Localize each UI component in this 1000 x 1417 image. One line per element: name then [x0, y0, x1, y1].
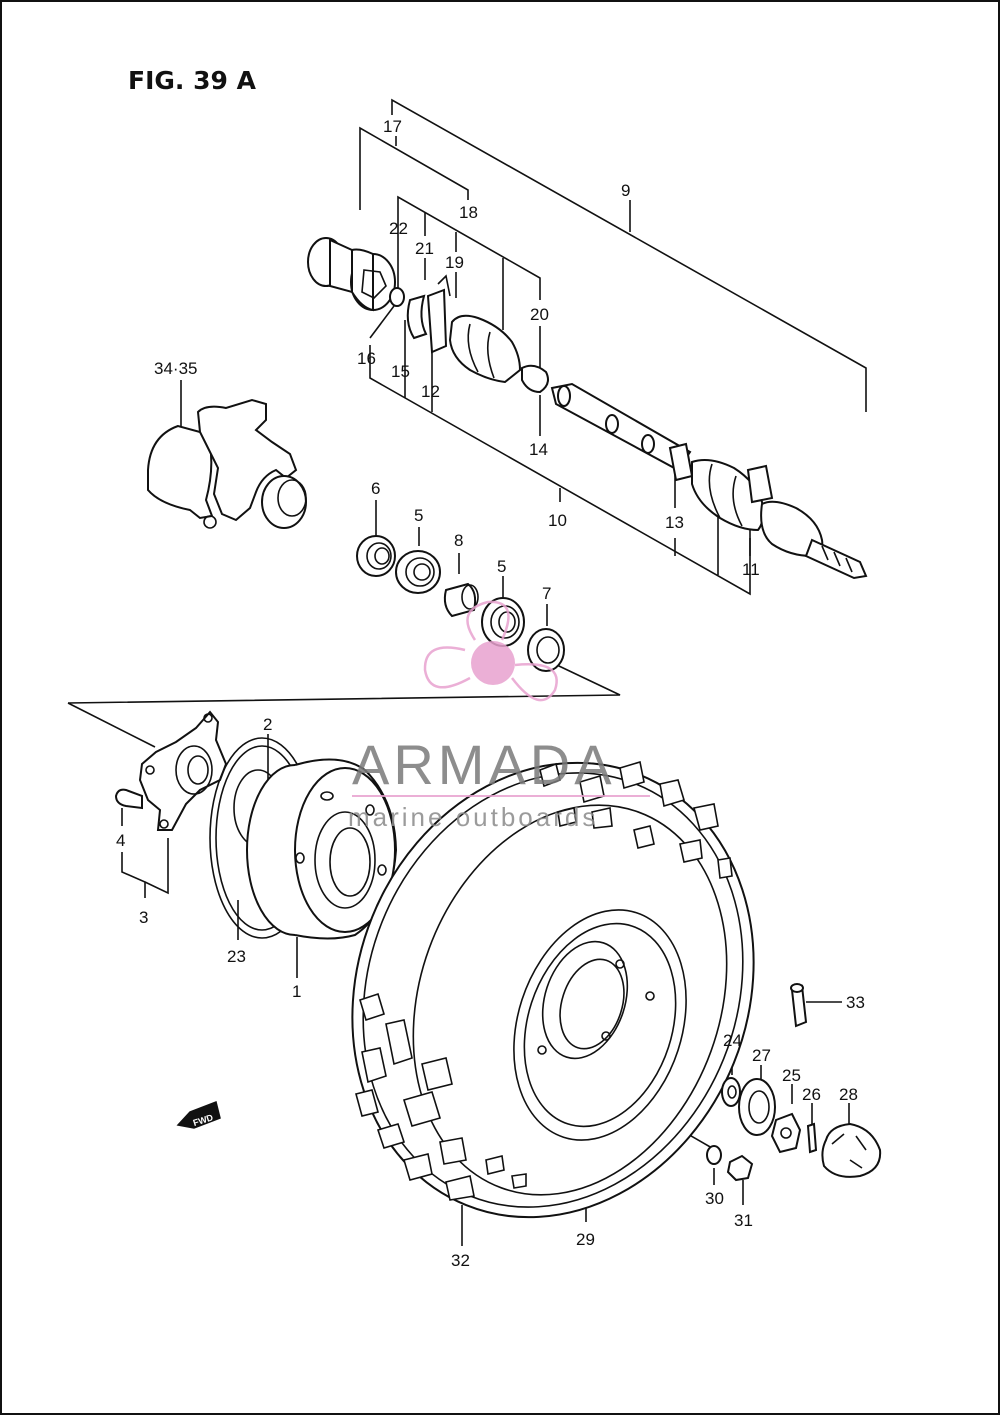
callout-18: 18 — [459, 203, 478, 222]
callout-33: 33 — [846, 993, 865, 1012]
boot-clamp-13 — [668, 442, 694, 482]
callout-15: 15 — [391, 362, 410, 381]
watermark: ARMADA marine outboards — [348, 600, 650, 832]
callout-11: 11 — [742, 560, 760, 579]
bearing-5-left — [395, 550, 441, 594]
callout-31: 31 — [734, 1211, 753, 1230]
callout-9: 9 — [621, 181, 630, 200]
circlip-16 — [389, 287, 405, 307]
callout-27: 27 — [752, 1046, 771, 1065]
callout-2: 2 — [263, 715, 272, 734]
spline-stub — [804, 538, 868, 580]
cap-27 — [738, 1078, 776, 1136]
callout-labels: 17 9 18 22 21 19 20 16 15 12 14 34·35 6 … — [116, 117, 865, 1270]
callout-26: 26 — [802, 1085, 821, 1104]
callout-34-35: 34·35 — [154, 359, 197, 378]
oil-seal-6 — [356, 535, 396, 577]
steering-knuckle — [147, 398, 307, 529]
callout-10: 10 — [548, 511, 567, 530]
watermark-tagline: marine outboards — [348, 802, 598, 832]
callout-28: 28 — [839, 1085, 858, 1104]
watermark-brand: ARMADA — [352, 733, 616, 796]
hub-flange — [138, 710, 228, 831]
callout-13: 13 — [665, 513, 684, 532]
figure-title: FIG. 39 A — [128, 66, 257, 95]
drive-shaft-assembly — [307, 237, 868, 580]
washer-30 — [706, 1145, 722, 1165]
callout-21: 21 — [415, 239, 434, 258]
callout-20: 20 — [530, 305, 549, 324]
castle-nut-25 — [770, 1112, 802, 1154]
callout-32: 32 — [451, 1251, 470, 1270]
callout-1: 1 — [292, 982, 301, 1001]
callout-25: 25 — [782, 1066, 801, 1085]
wheel-rim-29 — [513, 909, 687, 1141]
axle-shaft — [550, 382, 692, 472]
fwd-direction-arrow: FWD — [176, 1100, 221, 1129]
brake-drum-1 — [246, 758, 398, 940]
callout-16: 16 — [357, 349, 376, 368]
washer-24 — [721, 1077, 741, 1107]
propeller-logo-icon — [423, 600, 558, 702]
boot-clamp-20 — [521, 364, 549, 394]
nut-31 — [726, 1154, 754, 1182]
callout-22: 22 — [389, 219, 408, 238]
callout-29: 29 — [576, 1230, 595, 1249]
callout-24: 24 — [723, 1031, 742, 1050]
callout-8: 8 — [454, 531, 463, 550]
callout-5-right: 5 — [497, 557, 506, 576]
valve-stem-33 — [790, 983, 808, 1028]
hub-bolt-4 — [114, 788, 143, 810]
cv-joint-housing — [307, 237, 396, 312]
callout-5-left: 5 — [414, 506, 423, 525]
callout-3: 3 — [139, 908, 148, 927]
callout-6: 6 — [371, 479, 380, 498]
cv-boot-inner — [448, 314, 522, 384]
oil-seal-7 — [527, 628, 565, 672]
bearings-seals — [356, 535, 565, 672]
hub-cap-28 — [821, 1122, 882, 1178]
callout-7: 7 — [542, 584, 551, 603]
bearing-5-right — [481, 597, 525, 647]
callout-19: 19 — [445, 253, 464, 272]
callout-23: 23 — [227, 947, 246, 966]
cotter-pin-26 — [806, 1122, 818, 1154]
spacer-8 — [443, 582, 479, 618]
callout-4: 4 — [116, 831, 125, 850]
callout-12: 12 — [421, 382, 440, 401]
callout-30: 30 — [705, 1189, 724, 1208]
callout-14: 14 — [529, 440, 548, 459]
boot-band-15 — [406, 294, 428, 340]
boot-clip-21 — [426, 288, 448, 354]
callout-17: 17 — [383, 117, 402, 136]
